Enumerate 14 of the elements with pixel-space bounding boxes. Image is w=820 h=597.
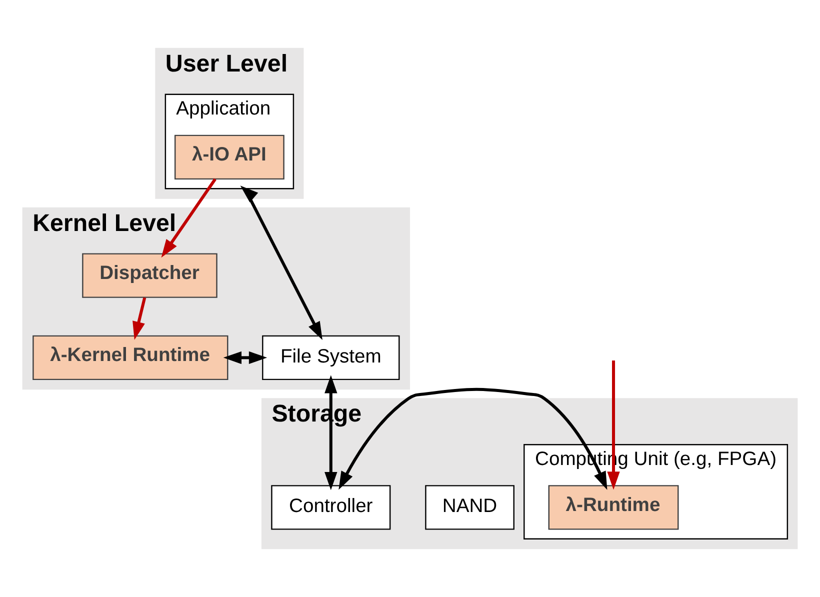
arrow xyxy=(161,178,216,258)
arrow xyxy=(607,360,620,490)
arrow xyxy=(338,388,608,490)
node-box: λ-Kernel Runtime xyxy=(32,335,228,380)
node-box: NAND xyxy=(425,485,514,530)
node-box: Controller xyxy=(271,485,391,530)
arrow xyxy=(132,297,146,340)
arrow xyxy=(223,351,268,364)
node-box: λ-Runtime xyxy=(548,485,679,530)
node-box: File System xyxy=(262,335,400,380)
node-box: λ-IO API xyxy=(174,134,284,180)
arrow xyxy=(324,375,338,490)
node-box: Dispatcher xyxy=(82,253,218,298)
arrow xyxy=(240,186,322,340)
